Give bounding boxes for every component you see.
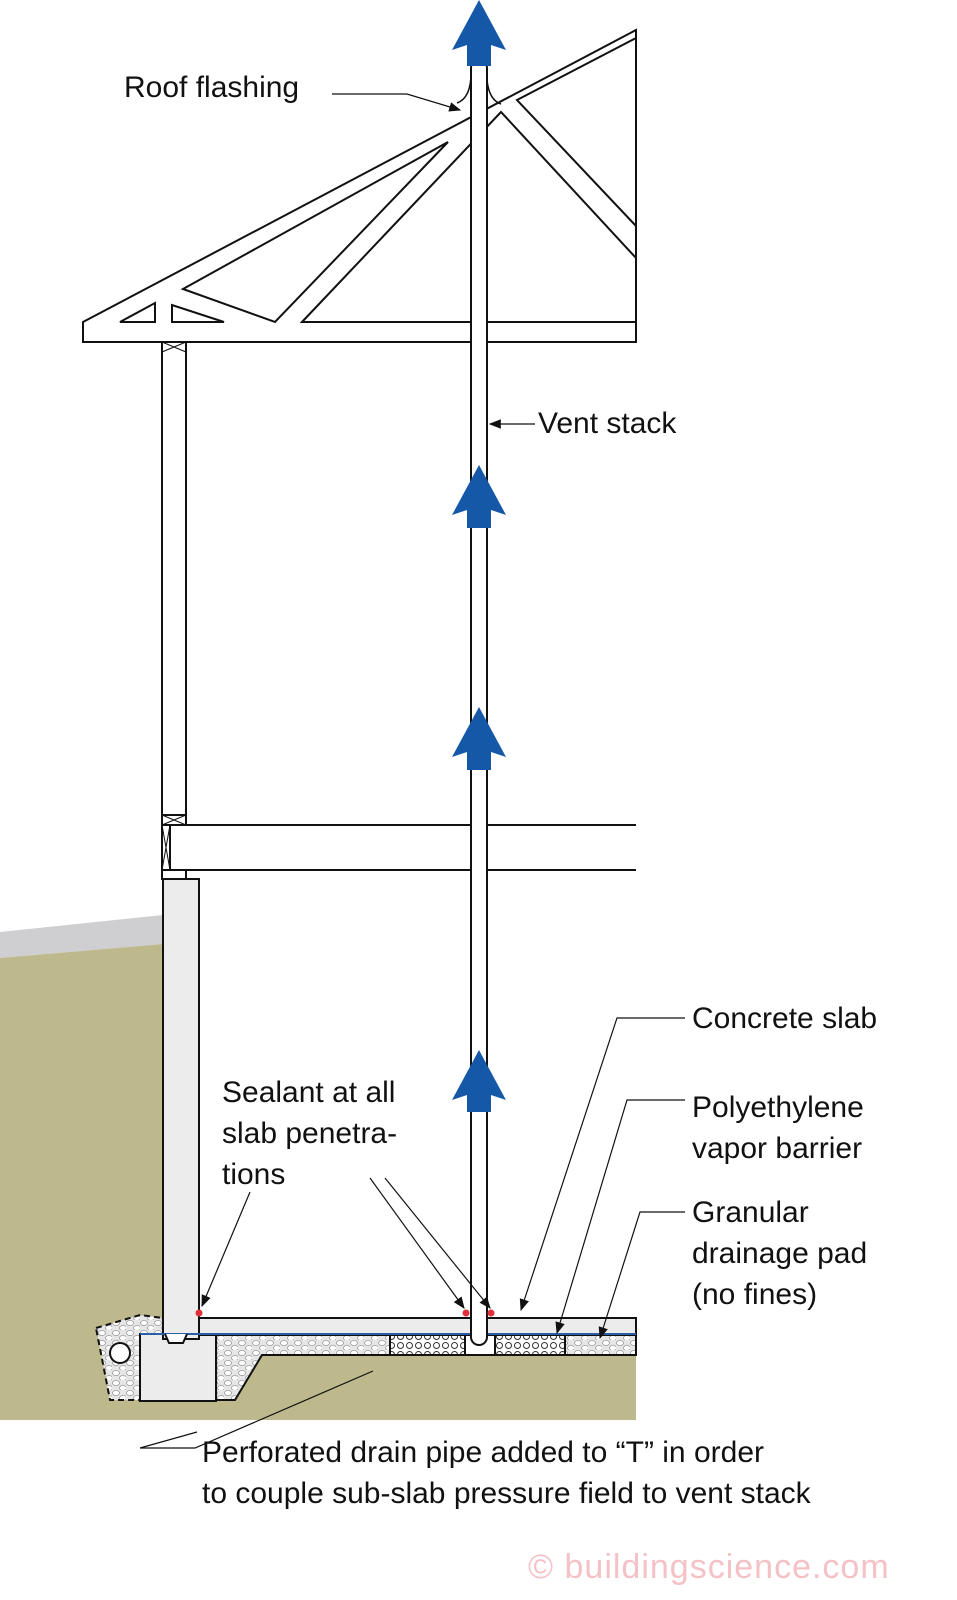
label-line: slab penetra- (222, 1117, 398, 1150)
label-vent-stack: Vent stack (538, 407, 677, 440)
label-drain-pipe: Perforated drain pipe added to “T” in or… (202, 1432, 811, 1514)
label-vapor-barrier: Polyethylene vapor barrier (692, 1087, 864, 1169)
airflow-arrows (452, 0, 506, 1112)
label-line: tions (222, 1158, 286, 1191)
airflow-arrow-icon (452, 1050, 506, 1112)
label-concrete-slab: Concrete slab (692, 1002, 878, 1035)
label-line: Sealant at all (222, 1076, 396, 1109)
label-line: to couple sub-slab pressure field to ven… (202, 1477, 811, 1510)
label-line: Polyethylene (692, 1091, 864, 1124)
sealant-dots (195, 1309, 495, 1317)
label-roof-flashing: Roof flashing (124, 71, 300, 104)
label-line: Perforated drain pipe added to “T” in or… (202, 1436, 764, 1469)
stud-wall (161, 341, 187, 880)
airflow-arrow-icon (452, 0, 506, 66)
airflow-arrow-icon (452, 465, 506, 528)
roof-truss (82, 28, 637, 343)
label-line: (no fines) (692, 1278, 818, 1311)
label-sealant: Sealant at all slab penetra- tions (222, 1072, 397, 1195)
foundation (94, 878, 637, 1402)
watermark: © buildingscience.com (528, 1548, 890, 1586)
floor-joist (169, 824, 636, 871)
label-line: vapor barrier (692, 1132, 863, 1165)
label-line: Granular (692, 1196, 809, 1229)
label-line: drainage pad (692, 1237, 868, 1270)
label-drainage-pad: Granular drainage pad (no fines) (692, 1192, 867, 1315)
leader-lines (139, 93, 685, 1449)
airflow-arrow-icon (452, 707, 506, 770)
